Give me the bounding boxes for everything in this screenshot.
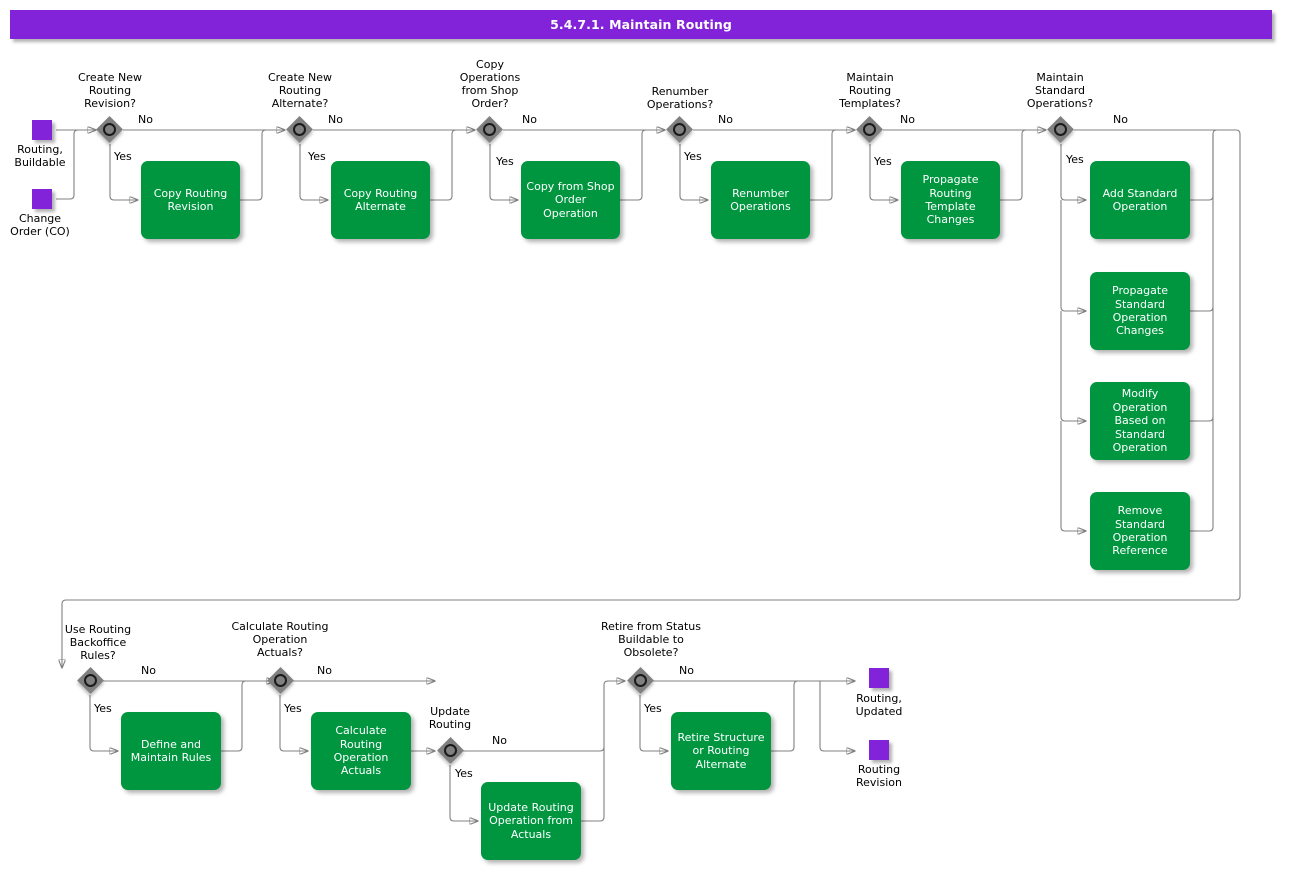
edge-label-no-9: No xyxy=(492,734,507,747)
edge-label-yes-10: Yes xyxy=(644,702,662,715)
terminal-routing-revision-label: Routing Revision xyxy=(856,763,902,789)
gateway-maintain-standard-operations[interactable] xyxy=(1046,115,1074,143)
gateway-circle-icon xyxy=(274,674,287,687)
task-label: Define and Maintain Rules xyxy=(130,737,212,764)
edge-label-no-8: No xyxy=(317,664,332,677)
gateway-maintain-standard-operations-label: Maintain Standard Operations? xyxy=(1026,71,1094,110)
edge-label-yes-2: Yes xyxy=(308,150,326,163)
edge-label-yes-3: Yes xyxy=(496,155,514,168)
gateway-create-new-routing-revision[interactable] xyxy=(95,115,123,143)
gateway-circle-icon xyxy=(483,123,496,136)
gateway-calculate-routing-operation-actuals-label: Calculate Routing Operation Actuals? xyxy=(231,620,329,659)
gateway-copy-operations-from-shop-order-label: Copy Operations from Shop Order? xyxy=(459,58,521,110)
terminal-routing-revision[interactable] xyxy=(869,740,889,760)
edge-label-no-1: No xyxy=(138,113,153,126)
gateway-renumber-operations[interactable] xyxy=(665,115,693,143)
gateway-circle-icon xyxy=(444,744,457,757)
task-copy-routing-revision[interactable]: Copy Routing Revision xyxy=(141,161,240,239)
task-modify-operation-based-on-standard-operation[interactable]: Modify Operation Based on Standard Opera… xyxy=(1090,382,1190,460)
gateway-create-new-routing-revision-label: Create New Routing Revision? xyxy=(77,71,143,110)
gateway-maintain-routing-templates[interactable] xyxy=(855,115,883,143)
edge-label-yes-8: Yes xyxy=(284,702,302,715)
edge-label-yes-6: Yes xyxy=(1066,153,1084,166)
gateway-create-new-routing-alternate[interactable] xyxy=(285,115,313,143)
gateway-circle-icon xyxy=(103,123,116,136)
terminal-change-order-co[interactable] xyxy=(32,189,52,209)
task-renumber-operations[interactable]: Renumber Operations xyxy=(711,161,810,239)
gateway-update-routing[interactable] xyxy=(436,736,464,764)
task-copy-from-shop-order-operation[interactable]: Copy from Shop Order Operation xyxy=(521,161,620,239)
task-define-and-maintain-rules[interactable]: Define and Maintain Rules xyxy=(121,712,221,790)
task-label: Modify Operation Based on Standard Opera… xyxy=(1112,387,1168,455)
edge-label-no-6: No xyxy=(1113,113,1128,126)
task-label: Propagate Routing Template Changes xyxy=(922,173,979,227)
terminal-routing-buildable[interactable] xyxy=(32,120,52,140)
task-label: Copy Routing Revision xyxy=(153,186,228,213)
task-propagate-standard-operation-changes[interactable]: Propagate Standard Operation Changes xyxy=(1090,272,1190,350)
edge-label-yes-7: Yes xyxy=(94,702,112,715)
edge-label-yes-9: Yes xyxy=(455,767,473,780)
terminal-routing-updated-label: Routing, Updated xyxy=(855,692,903,718)
task-propagate-routing-template-changes[interactable]: Propagate Routing Template Changes xyxy=(901,161,1000,239)
gateway-circle-icon xyxy=(634,674,647,687)
task-copy-routing-alternate[interactable]: Copy Routing Alternate xyxy=(331,161,430,239)
task-retire-structure-or-routing-alternate[interactable]: Retire Structure or Routing Alternate xyxy=(671,712,771,790)
edge-label-no-3: No xyxy=(522,113,537,126)
edge-label-no-4: No xyxy=(718,113,733,126)
gateway-circle-icon xyxy=(293,123,306,136)
edge-label-yes-1: Yes xyxy=(114,150,132,163)
task-remove-standard-operation-reference[interactable]: Remove Standard Operation Reference xyxy=(1090,492,1190,570)
task-label: Add Standard Operation xyxy=(1102,186,1178,213)
gateway-circle-icon xyxy=(673,123,686,136)
terminal-routing-buildable-label: Routing, Buildable xyxy=(14,143,66,169)
task-label: Update Routing Operation from Actuals xyxy=(488,800,574,841)
task-label: Retire Structure or Routing Alternate xyxy=(677,730,765,771)
edge-label-no-10: No xyxy=(679,664,694,677)
gateway-use-routing-backoffice-rules[interactable] xyxy=(76,666,104,694)
edge-label-no-7: No xyxy=(141,664,156,677)
edge-label-yes-4: Yes xyxy=(684,150,702,163)
task-label: Propagate Standard Operation Changes xyxy=(1112,284,1168,338)
gateway-renumber-operations-label: Renumber Operations? xyxy=(646,85,714,111)
edge-label-no-5: No xyxy=(900,113,915,126)
terminal-change-order-co-label: Change Order (CO) xyxy=(10,212,70,238)
gateway-use-routing-backoffice-rules-label: Use Routing Backoffice Rules? xyxy=(64,623,132,662)
gateway-circle-icon xyxy=(863,123,876,136)
task-calculate-routing-operation-actuals[interactable]: Calculate Routing Operation Actuals xyxy=(311,712,411,790)
edge-label-no-2: No xyxy=(328,113,343,126)
page-title: 5.4.7.1. Maintain Routing xyxy=(10,10,1272,39)
gateway-create-new-routing-alternate-label: Create New Routing Alternate? xyxy=(267,71,333,110)
task-label: Copy from Shop Order Operation xyxy=(526,179,615,220)
gateway-circle-icon xyxy=(84,674,97,687)
task-label: Copy Routing Alternate xyxy=(343,186,418,213)
terminal-routing-updated[interactable] xyxy=(869,668,889,688)
task-label: Remove Standard Operation Reference xyxy=(1112,504,1168,558)
gateway-retire-from-status-buildable-to-obsolete[interactable] xyxy=(626,666,654,694)
gateway-maintain-routing-templates-label: Maintain Routing Templates? xyxy=(839,71,901,110)
gateway-retire-from-status-buildable-to-obsolete-label: Retire from Status Buildable to Obsolete… xyxy=(601,620,701,659)
task-update-routing-operation-from-actuals[interactable]: Update Routing Operation from Actuals xyxy=(481,782,581,860)
task-label: Renumber Operations xyxy=(730,186,791,213)
task-add-standard-operation[interactable]: Add Standard Operation xyxy=(1090,161,1190,239)
task-label: Calculate Routing Operation Actuals xyxy=(333,724,389,778)
gateway-calculate-routing-operation-actuals[interactable] xyxy=(266,666,294,694)
gateway-circle-icon xyxy=(1054,123,1067,136)
gateway-copy-operations-from-shop-order[interactable] xyxy=(475,115,503,143)
gateway-update-routing-label: Update Routing xyxy=(428,705,472,731)
edge-label-yes-5: Yes xyxy=(874,155,892,168)
